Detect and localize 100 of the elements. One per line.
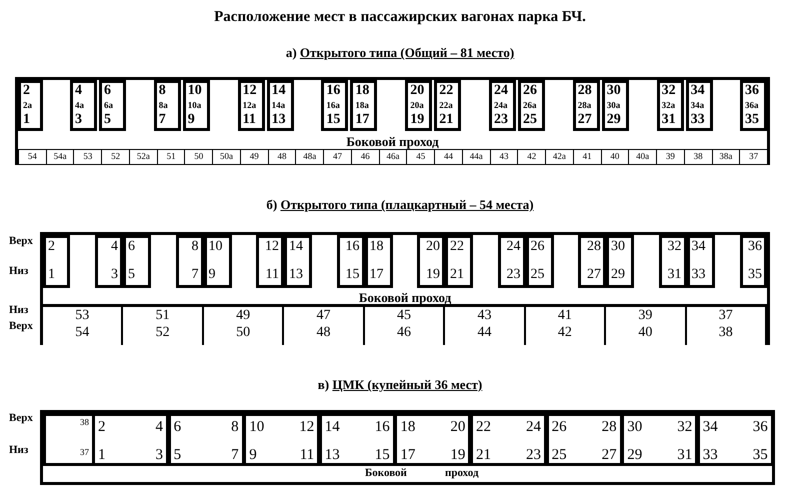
seat-number: 35 [752, 448, 768, 463]
seat-number: 36 [748, 240, 762, 254]
seat-number: 54 [74, 326, 90, 340]
row-label: Низ [9, 305, 28, 316]
seat-number: 31 [662, 113, 676, 127]
seat-compartment [526, 235, 554, 288]
seat-number: 41 [582, 152, 593, 161]
side-seat-cell [101, 149, 130, 165]
seat-number: 4 [111, 240, 118, 254]
seat-number: 21 [439, 113, 454, 127]
seat-compartment [318, 413, 396, 466]
seat-number: 26а [523, 101, 536, 110]
seat-number: 38 [718, 326, 734, 340]
railway-car-outline [40, 232, 770, 345]
seat-number: 42 [556, 326, 573, 340]
seat-number: 22 [450, 240, 464, 254]
seat-number: 44 [476, 326, 492, 340]
seat-number: 30 [606, 84, 621, 98]
seat-number: 36а [745, 101, 758, 110]
seat-number: 48 [276, 152, 288, 161]
seat-number: 36 [752, 420, 768, 435]
seat-number: 20а [410, 101, 424, 110]
seat-number: 19 [450, 448, 466, 463]
seat-number: 3 [111, 268, 118, 282]
seat-number: 44а [468, 152, 484, 161]
seat-number: 50 [235, 326, 252, 340]
seat-number: 37 [80, 448, 89, 457]
seat-number: 4 [156, 420, 163, 435]
seat-compartment [70, 80, 97, 131]
seat-compartment [176, 235, 204, 288]
seat-number: 28 [602, 420, 617, 435]
seat-number: 45 [415, 152, 426, 161]
seat-number: 10 [208, 240, 222, 254]
side-seat-cell [490, 149, 518, 165]
seat-number: 46а [385, 152, 400, 161]
seat-compartment [686, 235, 714, 288]
section-heading: Открытого типа (Общий – 81 место) [300, 45, 514, 60]
seat-number: 36 [745, 84, 759, 98]
seat-number: 23 [506, 268, 520, 282]
row-label: Верх [9, 321, 33, 332]
seat-compartment [154, 80, 181, 131]
seat-number: 32а [662, 101, 676, 110]
seat-number: 33 [690, 113, 705, 127]
side-seat-cell [73, 149, 102, 165]
side-seat-cell [156, 149, 186, 165]
seat-number: 24 [494, 84, 508, 98]
seat-number: 39 [637, 309, 654, 323]
seat-compartment [92, 413, 169, 466]
seat-number: 7 [158, 113, 166, 127]
seat-compartment [434, 80, 462, 131]
seat-number: 42 [526, 152, 538, 161]
seat-number: 11 [242, 113, 256, 127]
seat-number: 16 [326, 84, 340, 98]
seat-number: 17 [355, 113, 370, 127]
seat-number: 30 [611, 240, 625, 254]
seat-number: 23 [494, 113, 508, 127]
seat-number: 38а [718, 152, 734, 161]
seat-compartment [470, 413, 547, 466]
seat-number: 24 [526, 420, 541, 435]
seat-number: 22а [439, 101, 453, 110]
row-label: Низ [9, 266, 28, 277]
seat-number: 29 [606, 113, 621, 127]
seat-number: 52а [136, 152, 151, 161]
seat-number: 38 [80, 418, 89, 427]
seat-number: 28 [578, 84, 592, 98]
seat-number: 34 [690, 84, 705, 98]
seat-number: 26 [530, 240, 544, 254]
seat-number: 5 [174, 448, 182, 463]
seat-number: 37 [718, 309, 734, 323]
seat-compartment [243, 413, 320, 466]
seat-number: 10 [249, 420, 264, 435]
seat-number: 32 [662, 84, 676, 98]
seat-number: 9 [208, 268, 216, 282]
side-seat-cell [378, 149, 408, 165]
seat-number: 31 [677, 448, 692, 463]
page-title: Расположение мест в пассажирских вагонах парка БЧ. [213, 9, 587, 26]
seat-number: 17 [370, 268, 384, 282]
seat-number: 25 [530, 268, 544, 282]
side-seat-cell [323, 149, 352, 165]
seat-number: 35 [745, 113, 759, 127]
seat-compartment [498, 235, 526, 288]
seat-number: 40а [635, 152, 650, 161]
seat-number: 40 [637, 326, 654, 340]
seat-number: 54а [52, 152, 68, 161]
seat-compartment [18, 80, 43, 131]
seat-number: 17 [400, 448, 416, 463]
seat-number: 11 [300, 448, 314, 463]
seat-number: 22 [439, 84, 454, 98]
side-seat-cell [46, 149, 74, 165]
seat-number: 2 [23, 84, 30, 98]
side-seat-cell [364, 304, 446, 345]
seat-compartment [658, 235, 686, 288]
seat-number: 52 [110, 152, 122, 161]
seat-number: 4 [75, 84, 82, 98]
seat-number: 6а [104, 101, 113, 110]
side-seat-cell [240, 149, 269, 165]
seat-compartment [518, 80, 545, 131]
seat-number: 33 [692, 268, 706, 282]
seat-number: 18 [400, 420, 416, 435]
seat-compartment [405, 80, 432, 131]
